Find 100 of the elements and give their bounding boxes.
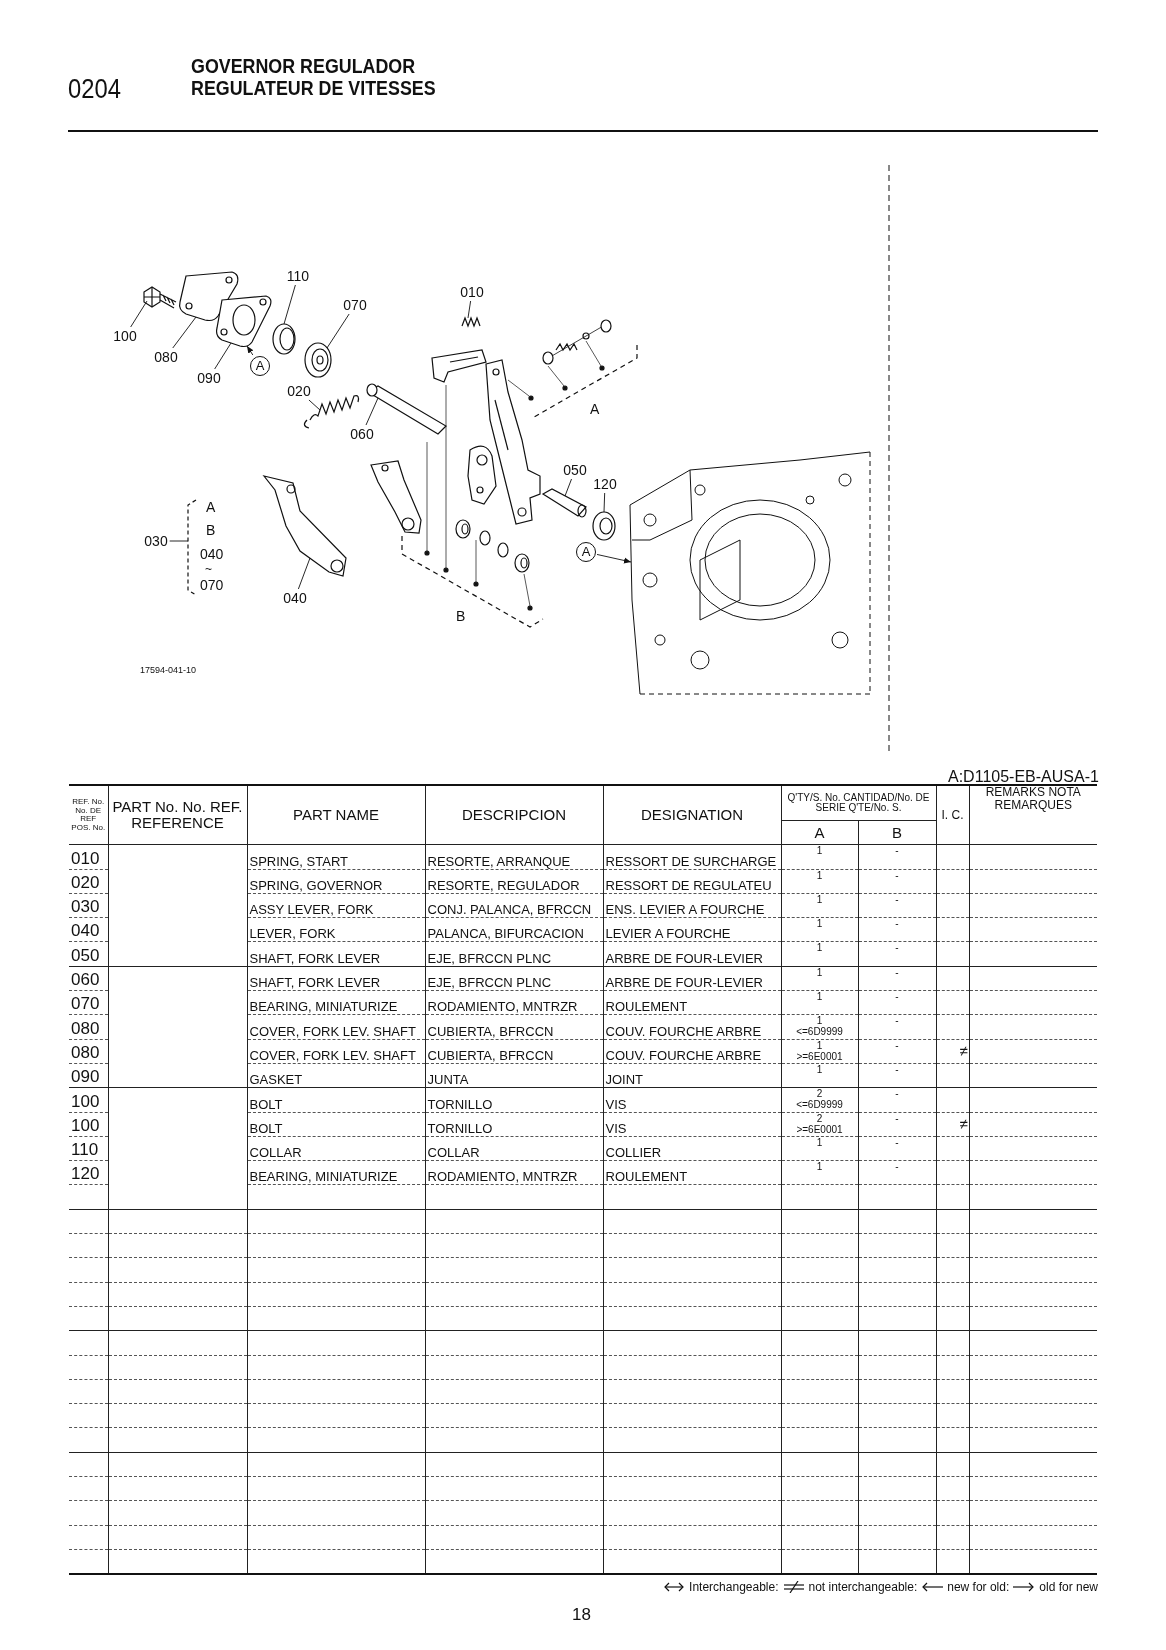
legend-text: not interchangeable: (808, 1580, 918, 1594)
column-header: PART NAME (293, 807, 379, 823)
description: PALANCA, BIFURCACION (427, 926, 584, 942)
designation: ARBRE DE FOUR-LEVIER (605, 950, 763, 966)
leader-line (603, 492, 606, 513)
reference-number: 030 (71, 897, 100, 918)
quantity: - (894, 1015, 900, 1027)
leader-line (564, 478, 572, 497)
quantity: - (894, 1136, 900, 1148)
section-number: 0204 (68, 75, 121, 103)
reference-letter-circle: A (576, 542, 596, 562)
quantity: - (894, 1088, 900, 1100)
quantity: 1 <=6D9999 (795, 1015, 844, 1038)
designation: ENS. LEVIER A FOURCHE (605, 902, 765, 918)
leader-line (130, 300, 148, 328)
column-header: I. C. (941, 808, 964, 822)
leader-line (283, 284, 296, 325)
group-letter: B (456, 609, 466, 623)
column-header: Q'TY/S. No. CANTIDAD/No. DE SERIE Q'TE/No. S. (786, 792, 931, 814)
quantity: - (894, 918, 900, 930)
quantity: 1 (815, 1136, 824, 1148)
interchange-sign: ≠ (958, 1115, 969, 1133)
part-name: BEARING, MINIATURIZE (249, 999, 398, 1015)
callout-number: 090 (196, 370, 222, 386)
callout-number: 070 (342, 297, 368, 313)
quantity: 1 (815, 966, 824, 978)
part-name: BEARING, MINIATURIZE (249, 1169, 398, 1185)
quantity: - (894, 1063, 900, 1075)
designation: ROULEMENT (605, 999, 688, 1015)
part-name: SHAFT, FORK LEVER (249, 950, 381, 966)
leader-line (308, 399, 321, 411)
range-sign: ~ (205, 563, 212, 575)
description: COLLAR (427, 1145, 480, 1161)
spring-drawing (303, 395, 360, 429)
part-name: ASSY LEVER, FORK (249, 902, 374, 918)
part-name: BOLT (249, 1096, 283, 1112)
column-header: PART No. No. REF. REFERENCE (111, 799, 244, 831)
quantity: - (894, 1112, 900, 1124)
group-letter: B (206, 523, 216, 537)
designation: ARBRE DE FOUR-LEVIER (605, 975, 763, 991)
bolt-drawing (143, 286, 177, 309)
part-name: COVER, FORK LEV. SHAFT (249, 1023, 416, 1039)
designation: RESSORT DE REGULATEU (605, 877, 772, 893)
quantity: 1 (815, 918, 824, 930)
legend-text: new for old: (947, 1580, 1010, 1594)
quantity: 1 (815, 1161, 824, 1173)
part-name: BOLT (249, 1120, 283, 1136)
description: EJE, BFRCCN PLNC (427, 975, 552, 991)
part-name: COVER, FORK LEV. SHAFT (249, 1047, 416, 1063)
leader-line (169, 540, 189, 542)
reference-number: 060 (71, 970, 100, 991)
callout-number: 020 (286, 383, 312, 399)
designation: JOINT (605, 1072, 644, 1088)
part-name: GASKET (249, 1072, 303, 1088)
leader-line (326, 313, 350, 349)
column-header: DESIGNATION (640, 807, 744, 823)
bearing-drawing (304, 342, 332, 378)
cover-plate-drawing (179, 271, 239, 322)
description: CONJ. PALANCA, BFRCCN (427, 902, 592, 918)
quantity: 1 (815, 1063, 824, 1075)
quantity: 1 (815, 893, 824, 905)
reference-letter-circle: A (250, 356, 270, 376)
description: RODAMIENTO, MNTRZR (427, 1169, 578, 1185)
part-name: SPRING, START (249, 853, 348, 869)
reference-number: 100 (71, 1115, 100, 1136)
part-name: COLLAR (249, 1145, 302, 1161)
leader-line (214, 342, 232, 370)
callout-number: 120 (592, 476, 618, 492)
bearing-drawing (592, 511, 616, 541)
designation: COUV. FOURCHE ARBRE (605, 1023, 762, 1039)
quantity: 1 >=6E0001 (795, 1039, 844, 1062)
column-header: DESCRIPCION (461, 807, 567, 823)
legend-text: old for new (1039, 1580, 1098, 1594)
group-letter: A (590, 402, 600, 416)
page-title: GOVERNOR REGULADOR REGULATEUR DE VITESSES (191, 55, 437, 100)
column-header: REF. No. No. DE REF POS. No. (71, 798, 106, 832)
part-name: LEVER, FORK (249, 926, 336, 942)
reference-number: 040 (71, 921, 100, 942)
collar-drawing (272, 323, 296, 355)
interchange-sign: ≠ (958, 1043, 969, 1060)
designation: COUV. FOURCHE ARBRE (605, 1047, 762, 1063)
page-number: 18 (572, 1606, 591, 1623)
legend-text: Interchangeable: (689, 1580, 779, 1594)
reference-number: 110 (71, 1140, 99, 1161)
quantity: - (894, 893, 900, 905)
callout-number: 080 (153, 349, 179, 365)
designation: COLLIER (605, 1145, 662, 1161)
description: JUNTA (427, 1072, 469, 1088)
reference-number: 120 (71, 1164, 100, 1185)
fork-lever-drawing (262, 475, 347, 577)
quantity: - (894, 942, 900, 954)
leader-line (365, 397, 379, 426)
designation: VIS (605, 1120, 627, 1136)
pin-drawing (541, 488, 587, 518)
reference-number: 080 (71, 1018, 100, 1039)
quantity: 1 (815, 845, 824, 857)
quantity: - (894, 1039, 900, 1051)
gasket-drawing (215, 295, 272, 348)
reference-number: 090 (71, 1067, 100, 1088)
description: RODAMIENTO, MNTRZR (427, 999, 578, 1015)
